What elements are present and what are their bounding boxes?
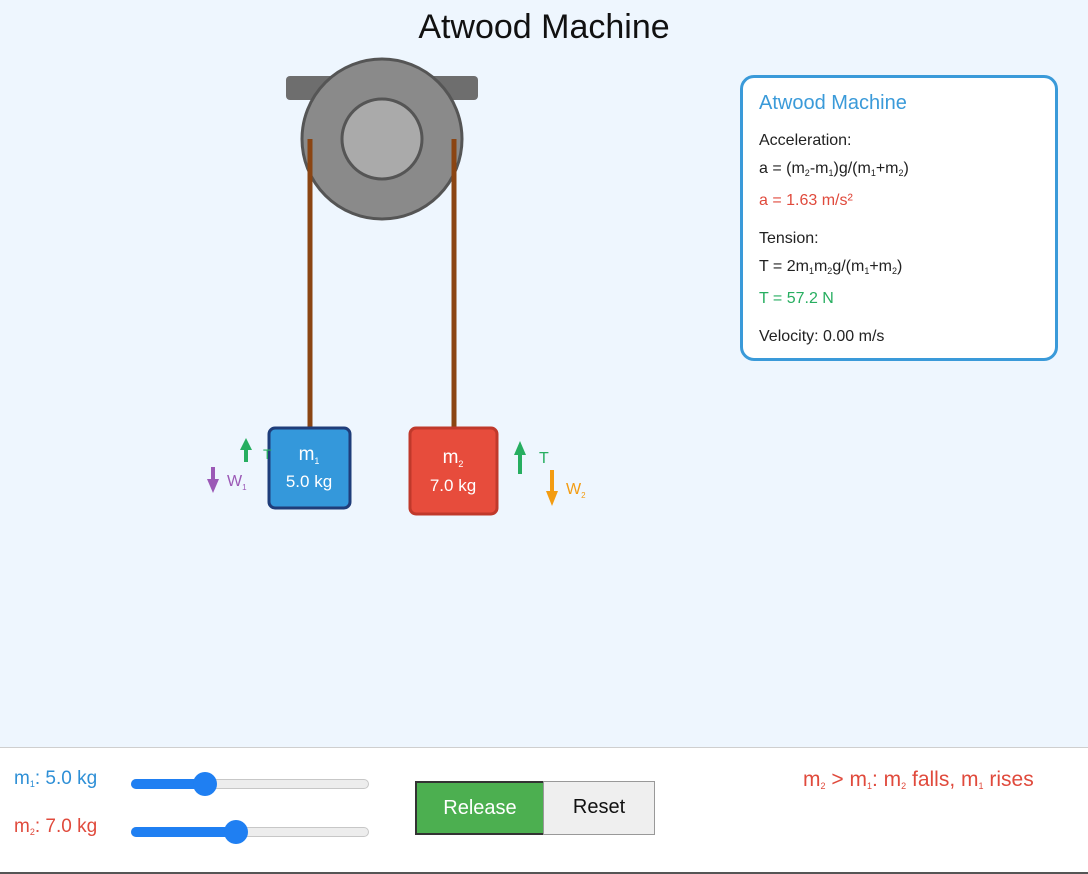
page-title: Atwood Machine	[418, 8, 670, 46]
m2-control-label: m2: 7.0 kg	[14, 816, 98, 837]
acceleration-value: a = 1.63 m/s²	[759, 192, 853, 209]
acceleration-heading: Acceleration:	[759, 132, 852, 149]
tension-arrow-m2	[514, 441, 526, 474]
m1-mass-label: 5.0 kg	[286, 472, 332, 491]
m1-slider-thumb[interactable]	[193, 772, 217, 796]
release-button[interactable]: Release	[415, 781, 545, 835]
tension-label-m1: T	[263, 446, 272, 462]
svg-text:W2: W2	[566, 481, 586, 500]
m1-control-value: : 5.0 kg	[34, 768, 98, 789]
motion-status: m2 > m1: m2 falls, m1 rises	[803, 768, 1034, 791]
info-panel: Atwood Machine Acceleration: a = (m2-m1)…	[740, 75, 1058, 361]
tension-label-m2: T	[539, 450, 549, 467]
atwood-scene: m1 5.0 kg m2 7.0 kg T W1 T W2	[207, 57, 586, 516]
svg-text:W1: W1	[227, 473, 247, 492]
reset-button[interactable]: Reset	[543, 781, 655, 835]
m1-sub: 1	[314, 456, 319, 466]
mass-block-m2[interactable]	[408, 426, 499, 516]
pulley-hub	[340, 97, 424, 181]
weight-arrow-m1	[207, 467, 219, 493]
weight-label-m1: W	[227, 473, 243, 490]
m2-name: m	[443, 447, 459, 468]
m2-mass-label: 7.0 kg	[430, 476, 476, 495]
tension-heading: Tension:	[759, 230, 819, 247]
tension-value: T = 57.2 N	[759, 290, 834, 307]
m1-name: m	[299, 444, 315, 465]
acceleration-formula: a = (m2-m1)g/(m1+m2)	[759, 160, 909, 178]
m2-sub: 2	[458, 459, 463, 469]
m2-slider-thumb[interactable]	[224, 820, 248, 844]
m1-control-label: m1: 5.0 kg	[14, 768, 98, 789]
svg-text:m1: m1	[299, 444, 320, 466]
weight-label-m2: W	[566, 481, 582, 498]
velocity-readout: Velocity: 0.00 m/s	[759, 328, 885, 345]
tension-formula: T = 2m1m2g/(m1+m2)	[759, 258, 903, 276]
svg-text:m2: m2	[443, 447, 464, 469]
m2-slider[interactable]	[131, 820, 369, 844]
tension-arrow-m1	[240, 438, 252, 462]
panel-title: Atwood Machine	[759, 92, 907, 114]
mass-block-m1[interactable]	[267, 426, 352, 510]
m2-control-value: : 7.0 kg	[34, 816, 98, 837]
weight-sub-m1: 1	[242, 483, 247, 492]
control-bar: m1: 5.0 kg m2: 7.0 kg Release Reset m2 >…	[0, 747, 1088, 874]
weight-sub-m2: 2	[581, 491, 586, 500]
m1-slider[interactable]	[131, 772, 369, 796]
weight-arrow-m2	[546, 470, 558, 506]
